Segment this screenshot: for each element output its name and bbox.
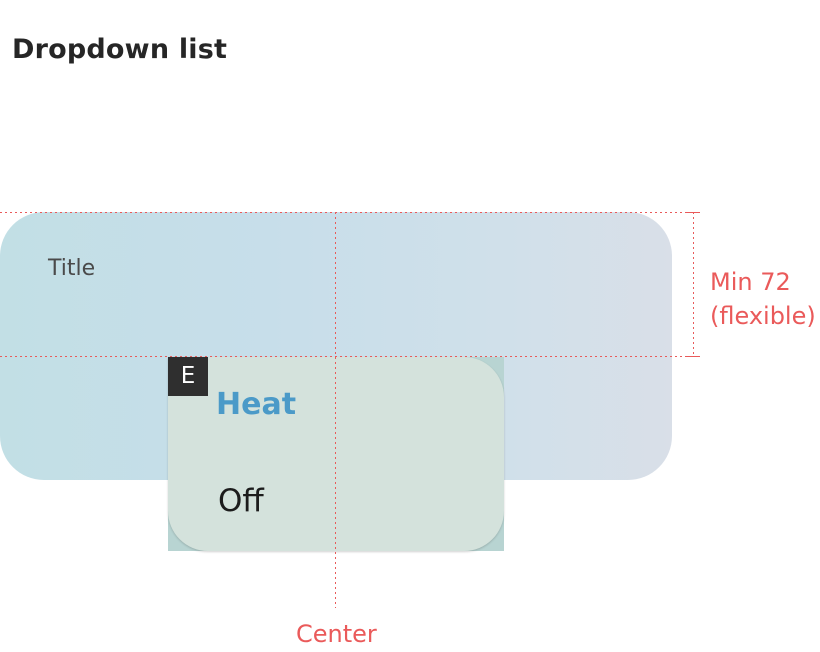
center-annotation: Center [296, 620, 377, 648]
dropdown-item-off[interactable]: Off [218, 483, 264, 519]
dropdown-list[interactable]: Heat Off [168, 357, 504, 551]
height-annotation: Min 72 (flexible) [710, 265, 816, 333]
dropdown-item-heat[interactable]: Heat [216, 387, 297, 422]
edge-marker-badge: E [168, 357, 208, 396]
height-annotation-line1: Min 72 [710, 268, 791, 296]
height-annotation-line2: (flexible) [710, 302, 816, 330]
card-title: Title [48, 256, 96, 281]
page-title: Dropdown list [12, 34, 228, 65]
